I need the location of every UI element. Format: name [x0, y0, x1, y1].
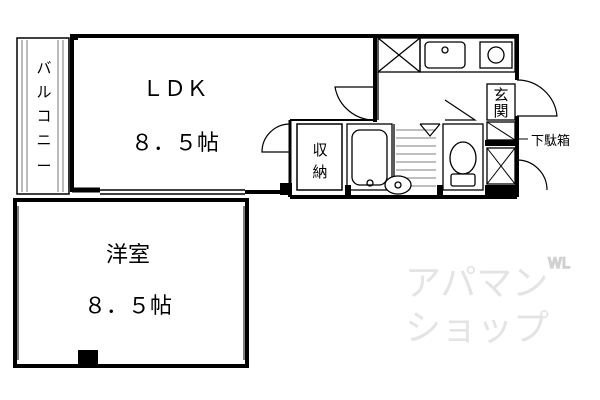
- toilet: [442, 123, 484, 191]
- watermark: アパマン WL ショップ: [405, 255, 571, 349]
- ldk-name: ＬＤＫ: [142, 77, 208, 102]
- bathroom: [346, 123, 436, 195]
- storage-char-1: 収: [312, 141, 327, 159]
- watermark-sub: WL: [548, 256, 570, 272]
- entrance-char-1: 玄: [493, 86, 508, 104]
- balcony: バ ル コ ニ ー: [16, 37, 70, 195]
- ldk-window: [68, 40, 73, 188]
- door-swings: [261, 79, 558, 191]
- balcony-char-1: バ: [36, 59, 51, 77]
- shoe-box-label: 下駄箱: [531, 133, 570, 149]
- entrance: 玄 関 下駄箱: [486, 83, 570, 185]
- balcony-char-4: ニ: [36, 131, 51, 149]
- balcony-char-5: ー: [36, 157, 51, 175]
- wall-columns: [72, 34, 517, 366]
- western-room-size: ８．５帖: [84, 294, 172, 319]
- storage-char-2: 納: [312, 163, 327, 181]
- storage: 収 納: [296, 123, 343, 191]
- watermark-line1: アパマン: [405, 263, 548, 304]
- watermark-line2: ショップ: [405, 308, 549, 349]
- kitchen: [377, 37, 516, 120]
- entrance-char-2: 関: [493, 102, 508, 120]
- balcony-char-2: ル: [36, 83, 51, 101]
- ldk-size: ８．５帖: [131, 131, 219, 156]
- western-room-name: 洋室: [106, 243, 150, 268]
- balcony-char-3: コ: [36, 107, 51, 125]
